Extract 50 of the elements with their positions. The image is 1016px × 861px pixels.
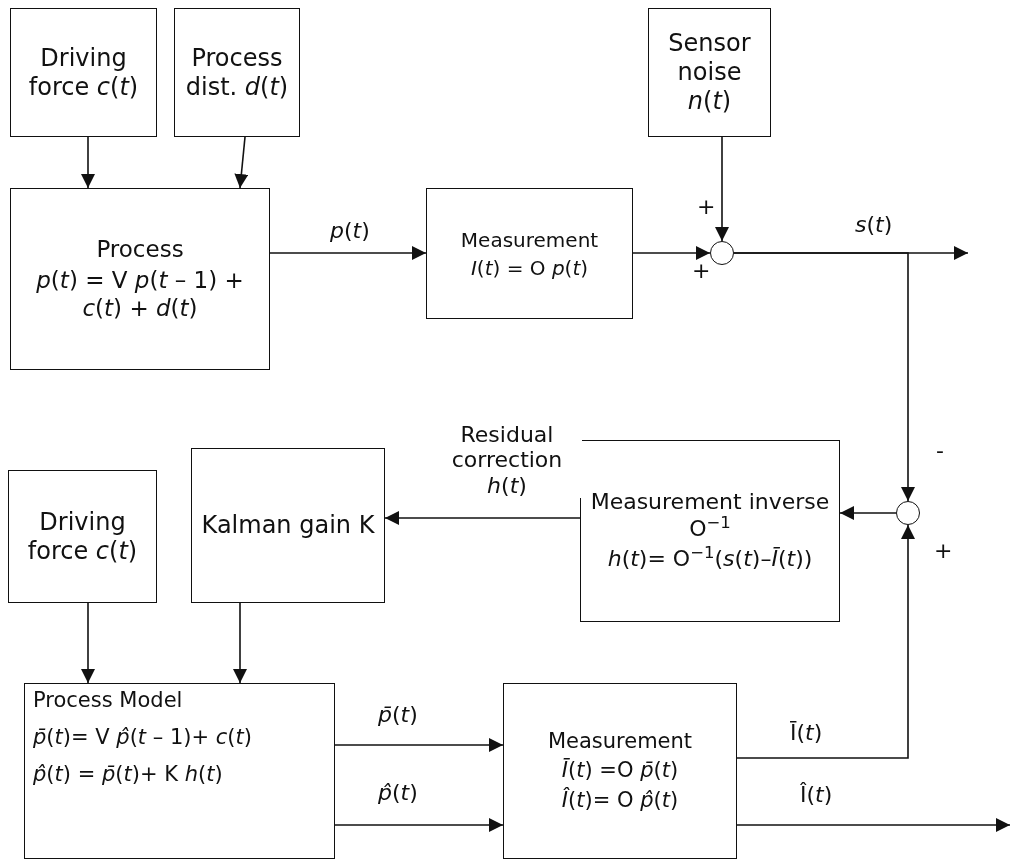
block-box [24, 683, 335, 859]
block-title: Process [96, 235, 184, 264]
arrow [81, 602, 95, 684]
block-title: Process dist. d(t) [184, 43, 290, 102]
block-box [580, 440, 840, 622]
block-title: Driving force c(t) [26, 507, 139, 566]
arrow [81, 136, 95, 189]
arrow [269, 246, 427, 260]
arrow [632, 246, 711, 260]
arrow [334, 818, 504, 832]
arrow [334, 738, 504, 752]
arrow [234, 136, 249, 189]
sign-label: + [692, 260, 711, 282]
equation-text: h(t)= O$^{−1}$(s(t)–Ī(t)) [607, 546, 813, 573]
equation-text: p̄(t)= V p̂(t – 1)+ c(t) [33, 725, 252, 751]
summing-junction [896, 501, 920, 525]
edge-label: Ī(t) [790, 720, 823, 746]
arrow [733, 252, 915, 502]
equation-text: Î(t)= O p̂(t) [561, 787, 679, 813]
block-title: Sensor noise n(t) [667, 29, 752, 116]
arrow [736, 524, 915, 759]
block-box [8, 470, 157, 603]
sign-label: - [936, 440, 944, 462]
block-box [503, 683, 737, 859]
block-title: Measurement inverse O$^{−1}$ [589, 489, 831, 543]
arrow [839, 506, 897, 520]
arrow [715, 136, 729, 242]
sign-label: + [934, 540, 953, 562]
block-box [426, 188, 633, 319]
arrow [233, 602, 247, 684]
sign-label: + [697, 196, 716, 218]
arrow [384, 511, 581, 525]
block-box [191, 448, 385, 603]
block-box [10, 188, 270, 370]
equation-text: I(t) = O p(t) [470, 255, 589, 280]
summing-junction [710, 241, 734, 265]
edge-label: p̂(t) [378, 780, 418, 806]
edge-label: Î(t) [800, 782, 833, 808]
block-title: Process Model [33, 688, 183, 714]
equation-text: Ī(t) =O p̄(t) [561, 758, 679, 784]
arrow [736, 818, 1011, 832]
block-box [10, 8, 157, 137]
block-box [174, 8, 300, 137]
block-title: Driving force c(t) [27, 43, 140, 102]
block-title: Measurement [547, 729, 693, 755]
block-title: Kalman gain K [201, 511, 375, 540]
equation-text: p̂(t) = p̄(t)+ K h(t) [33, 762, 223, 788]
block-box [648, 8, 771, 137]
equation-text: p(t) = V p(t – 1) + c(t) + d(t) [35, 267, 245, 323]
block-title: Measurement [460, 227, 599, 252]
